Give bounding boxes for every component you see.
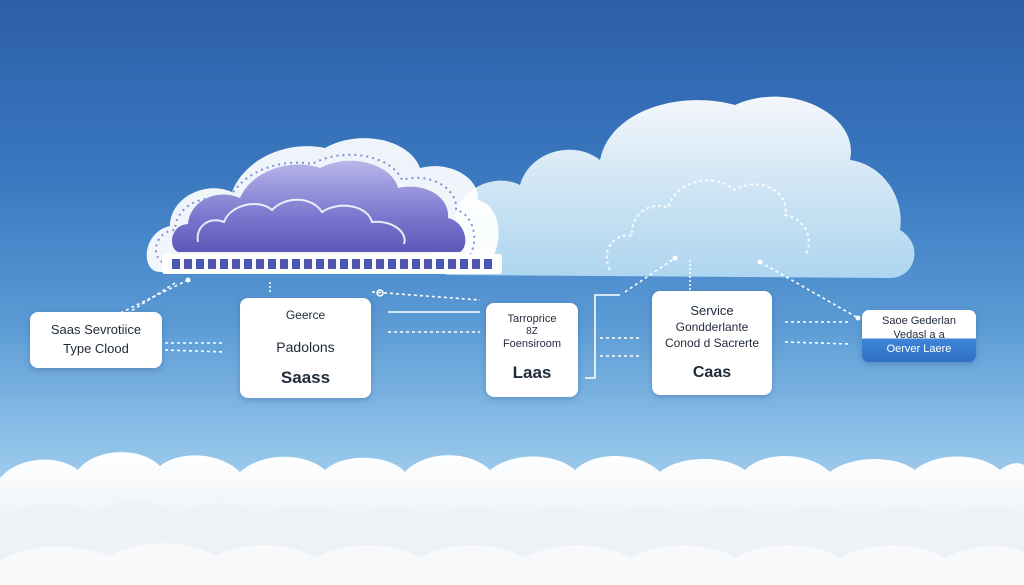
caas-box-title: Caas — [692, 364, 732, 381]
saas-cloud-icon — [146, 138, 502, 274]
saas-box-line2: Padolons — [276, 339, 335, 355]
saas-type-cloud-box: Saas Sevrotiice Type Clood — [30, 312, 162, 368]
connector-lines — [109, 257, 859, 379]
cloud-bank-icon — [0, 452, 1024, 585]
laas-box: Tarroprice 8Z Foensiroom Laas — [486, 303, 578, 397]
left-box-line1: Saas Sevrotiice — [50, 322, 142, 337]
right-box-line3: Oerver Laere — [886, 343, 952, 355]
server-layer-box: Saoe Gederlan Vedasl a a Oerver Laere — [862, 310, 976, 362]
laas-box-line3: Foensiroom — [502, 338, 562, 350]
laas-box-line2: 8Z — [526, 326, 538, 337]
saas-box-title: Saass — [280, 368, 331, 387]
pale-cloud-icon — [433, 96, 915, 278]
caas-box: Service Gondderlante Conod d Sacrerte Ca… — [652, 291, 772, 395]
laas-box-line1: Tarroprice — [507, 313, 557, 325]
right-box-line1: Saoe Gederlan — [882, 315, 956, 327]
laas-box-title: Laas — [512, 363, 552, 382]
right-box-line2: Vedasl a a — [893, 329, 945, 341]
caas-box-line2: Gondderlante — [675, 320, 749, 334]
caas-box-line3: Conod d Sacrerte — [664, 336, 760, 350]
left-box-line2: Type Clood — [63, 341, 129, 356]
caas-box-line1: Service — [690, 303, 734, 318]
saas-box: Geerce Padolons Saass — [240, 298, 371, 398]
saas-box-line1: Geerce — [285, 308, 326, 322]
